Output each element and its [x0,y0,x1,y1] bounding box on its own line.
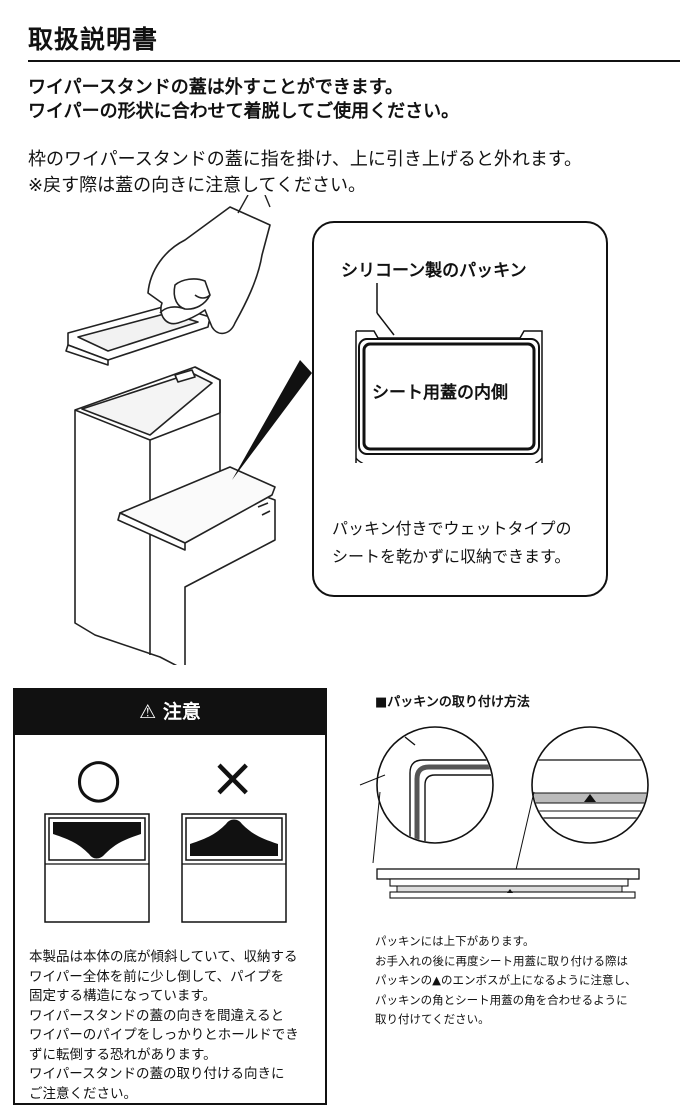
caution-line: ワイパーのパイプをしっかりとホールドでき [29,1027,299,1043]
emboss-zoom-circle [531,726,649,844]
correct-mark: ○ [75,746,123,809]
wrong-mark: × [210,746,256,809]
packing-line: パッキンの角とシート用蓋の角を合わせるように [375,992,628,1007]
caution-line: ワイパー全体を前に少し倒して、パイプを [29,968,285,985]
caution-line: 固定する構造になっています。 [29,988,216,1004]
hand [147,206,271,335]
caution-line: ワイパースタンドの蓋の向きを間違えると [29,1007,285,1024]
stand-opening [81,372,213,436]
caution-line: ご注意ください。 [29,1085,137,1102]
packing-line: パッキンには上下があります。 [375,934,535,948]
packing-line: お手入れの後に再度シート用蓋に取り付ける際は [375,953,628,968]
caution-line: 本製品は本体の底が傾斜していて、収納する [29,949,298,965]
packing-text: パッキンには上下があります。 お手入れの後に再度シート用蓋に取り付ける際は パッ… [375,932,675,1030]
lead-line-2: ワイパーの形状に合わせて着脱してご使用ください。 [28,101,460,122]
lead-line-1: ワイパースタンドの蓋は外すことができます。 [28,77,403,98]
packing-line: パッキンの▲のエンボスが上になるように注意し、 [375,973,637,987]
page-title: 取扱説明書 [28,25,159,54]
body-line-2: ※戻す際は蓋の向きに注意してください。 [28,175,367,196]
caution-heading: 注意 [162,701,201,723]
packing-diagram [359,726,649,899]
callout-pointer [232,360,312,480]
caution-header: ⚠ 注意 [15,690,325,735]
body-line-1: 枠のワイパースタンドの蓋に指を掛け、上に引き上げると外れます。 [28,149,583,170]
caution-panel: ⚠ 注意 ○ × 本製品は本体の底が傾斜していて、収納する ワイパー全体を前に少… [13,688,327,1105]
lid-inner-diagram [355,283,543,463]
title-divider [28,60,680,62]
correct-orientation-diagram [44,813,150,923]
wrong-orientation-diagram [181,813,287,923]
caution-line: ずに転倒する恐れがあります。 [29,1046,217,1063]
callout-caption-1: パッキン付きでウェットタイプの [332,519,572,538]
callout-caption-2: シートを乾かずに収納できます。 [332,547,571,566]
emboss-triangle-icon [584,794,596,802]
detail-callout: シリコーン製のパッキン シート用蓋の内側 パッキン付きでウェットタイプの シート… [312,221,608,597]
lid-inner-label: シート用蓋の内側 [372,383,508,403]
caution-text: 本製品は本体の底が傾斜していて、収納する ワイパー全体を前に少し倒して、パイプを… [29,948,319,1104]
gasket-label: シリコーン製のパッキン [341,261,527,281]
packing-section-title: ■パッキンの取り付け方法 [375,695,530,710]
packing-line: 取り付けてください。 [375,1012,490,1026]
warning-icon: ⚠ [139,701,157,723]
corner-zoom-circle [376,726,494,844]
caution-line: ワイパースタンドの蓋の取り付ける向きに [29,1066,285,1082]
product-illustration [65,195,312,665]
